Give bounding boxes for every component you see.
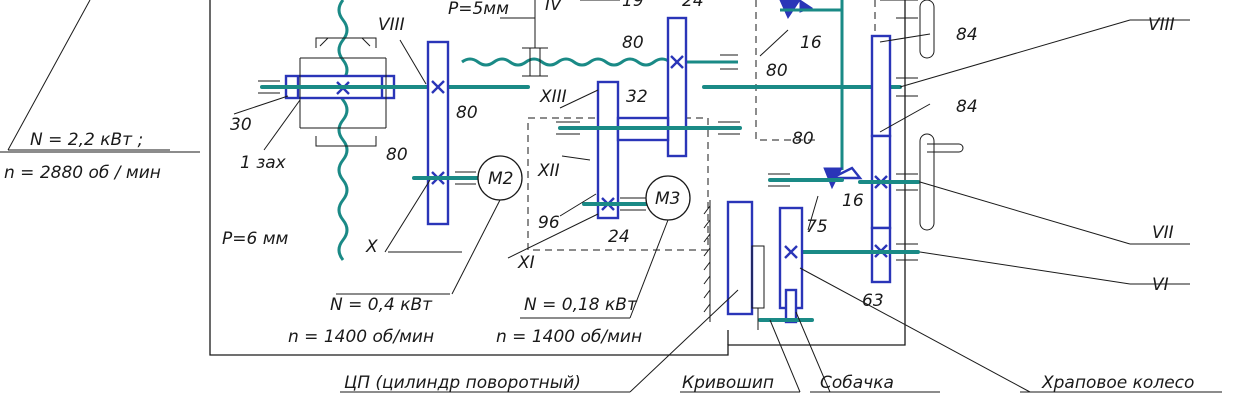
label-shaft-viii-left: VIII	[378, 15, 405, 35]
motor-m3-power: N = 0,18 кВт	[524, 295, 638, 315]
teeth-84-middle: 84	[956, 97, 978, 117]
main-motor-power: N = 2,2 кВт ;	[30, 130, 143, 150]
leader-lines	[233, 0, 1222, 393]
gear-80-vertical	[426, 40, 450, 226]
teeth-63: 63	[862, 291, 884, 311]
teeth-24-top: 24	[682, 0, 704, 11]
handwheel-bottom	[919, 133, 964, 231]
teeth-bevel-16-bottom: 16	[842, 191, 864, 211]
handwheel-top	[919, 0, 935, 59]
teeth-bevel-80-bottom: 80	[792, 129, 814, 149]
screw-nut	[522, 0, 548, 77]
rotary-cylinder	[726, 200, 754, 316]
gear-24-top	[666, 16, 688, 158]
teeth-80-upper: 80	[622, 33, 644, 53]
gear-96	[596, 80, 620, 220]
teeth-bevel-80-top: 80	[766, 61, 788, 81]
motor-m2-speed: n = 1400 об/мин	[288, 327, 434, 347]
teeth-96: 96	[538, 213, 560, 233]
bevel-pair-top	[779, 0, 842, 20]
worm-wheel-teeth: 30	[230, 115, 252, 135]
teeth-75: 75	[806, 217, 828, 237]
label-rotary-cylinder: ЦП (цилиндр поворотный)	[344, 373, 581, 393]
worm-starts: 1 зах	[240, 153, 287, 173]
label-crank: Кривошип	[682, 373, 774, 393]
teeth-24-bottom: 24	[608, 227, 630, 247]
label-pawl: Собачка	[820, 373, 894, 393]
label-shaft-vi: VI	[1152, 275, 1169, 295]
label-shaft-iv: IV	[545, 0, 563, 15]
teeth-bevel-16-top: 16	[800, 33, 822, 53]
teeth-32: 32	[626, 87, 648, 107]
motor-m2-power: N = 0,4 кВт	[330, 295, 433, 315]
label-shaft-xiii: XIII	[539, 87, 567, 107]
gear-84-top	[870, 34, 892, 138]
motor-m3-label: M3	[655, 189, 680, 209]
cylinder-ground-hatch	[703, 200, 711, 322]
label-shaft-x: X	[365, 237, 378, 257]
worm-bearing-left	[258, 80, 280, 94]
screw-pitch-top: P=5мм	[448, 0, 509, 19]
bevel-pair-bottom	[768, 166, 863, 190]
label-shaft-viii-right: VIII	[1148, 15, 1175, 35]
label-ratchet: Храповое колесо	[1041, 373, 1194, 393]
motor-m3-speed: n = 1400 об/мин	[496, 327, 642, 347]
teeth-80-motor: 80	[386, 145, 408, 165]
pawl-shape	[784, 288, 798, 324]
label-shaft-vii: VII	[1152, 223, 1174, 243]
label-shaft-xi: XI	[517, 253, 535, 273]
vertical-lead-screw	[337, 0, 349, 261]
teeth-19: 19	[622, 0, 644, 11]
main-motor-speed: n = 2880 об / мин	[4, 163, 161, 183]
main-motor-annotation: N = 2,2 кВт ; n = 2880 об / мин	[0, 0, 200, 183]
label-shaft-xii: XII	[537, 161, 560, 181]
dashed-bevel-frame	[755, 0, 820, 141]
motor-m2-label: M2	[488, 169, 513, 189]
screw-pitch-bottom: P=6 мм	[222, 229, 289, 249]
horizontal-lead-screw	[461, 57, 671, 67]
teeth-84-top: 84	[956, 25, 978, 45]
teeth-80-shaft: 80	[456, 103, 478, 123]
gear-63	[870, 226, 892, 284]
